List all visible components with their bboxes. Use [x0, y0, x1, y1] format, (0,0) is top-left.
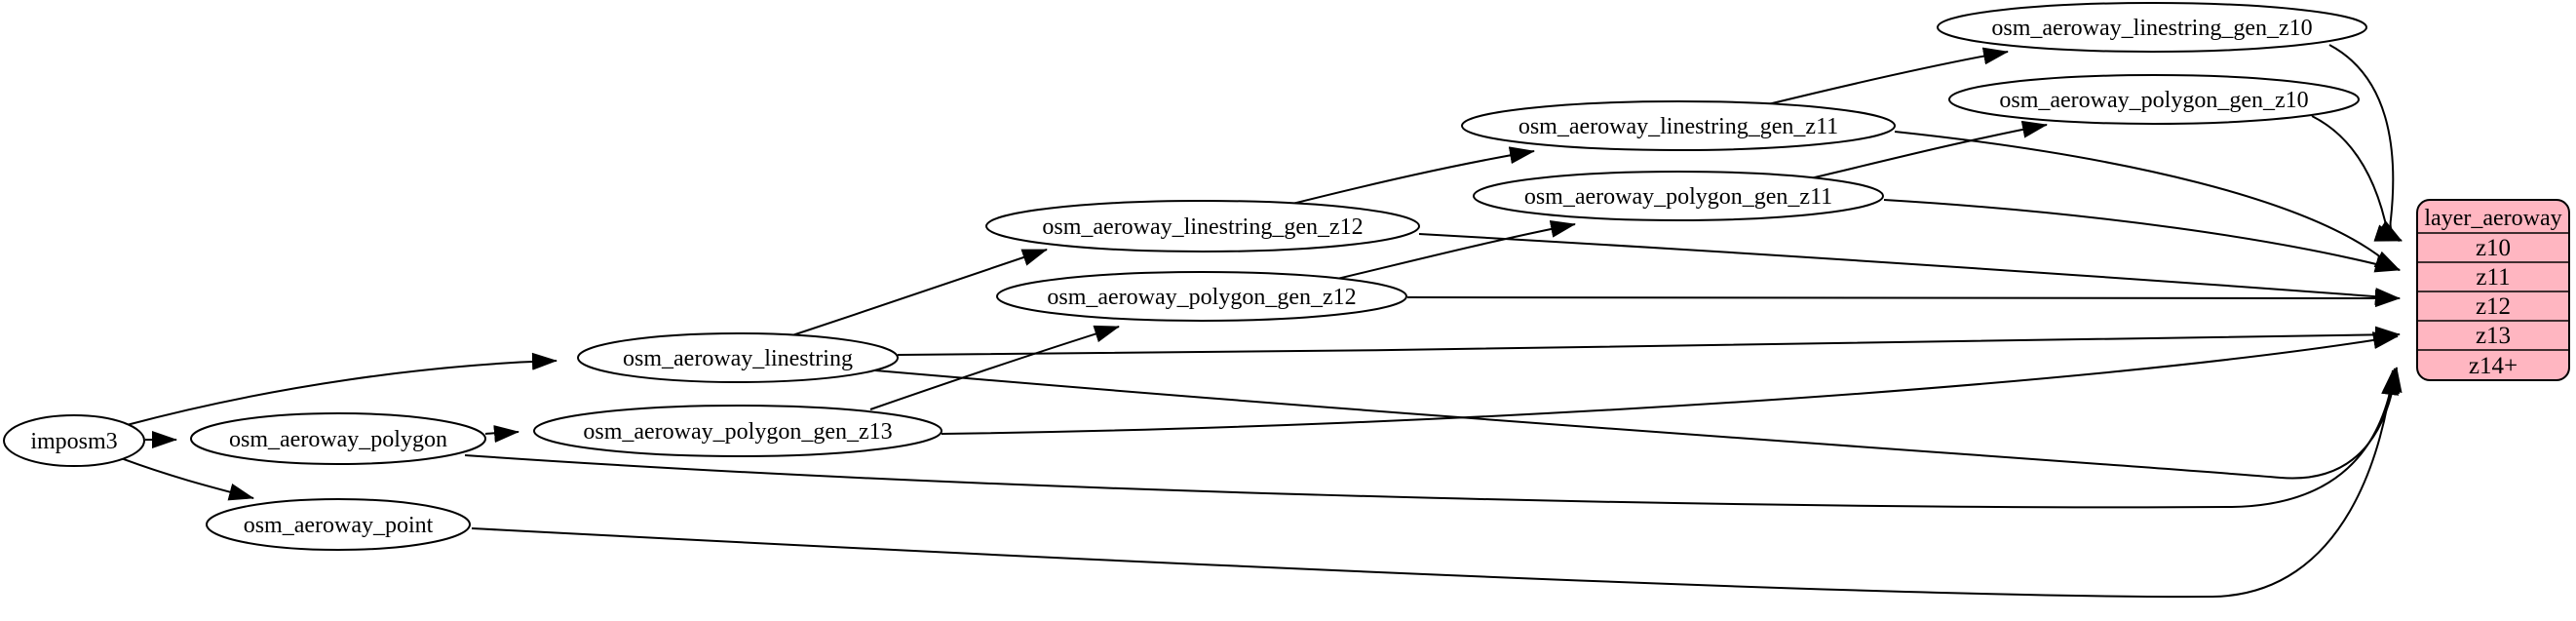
node-osm_aeroway_polygon_gen_z10-shape — [1948, 74, 2360, 125]
layer-table-row-z10: z10 — [2476, 235, 2511, 261]
node-imposm3-label: imposm3 — [30, 429, 117, 454]
node-imposm3-shape — [3, 414, 145, 467]
edge-imposm3-osm_aeroway_point — [120, 457, 254, 501]
edge-osm_aeroway_linestring-z13 — [897, 326, 2401, 356]
edge-osm_aeroway_linestring_gen_z12-z12 — [1418, 233, 2401, 306]
layer-table-shape — [2416, 199, 2570, 381]
edge-osm_aeroway_polygon_gen_z12-osm_aeroway_polygon_gen_z11 — [1336, 220, 1576, 280]
edge-osm_aeroway_polygon-z14 — [464, 368, 2401, 509]
edge-osm_aeroway_polygon_gen_z11-osm_aeroway_polygon_gen_z10 — [1810, 120, 2048, 179]
edge-osm_aeroway_point-z14 — [471, 369, 2400, 599]
node-osm_aeroway_point-label: osm_aeroway_point — [244, 513, 434, 538]
edge-osm_aeroway_linestring_gen_z12-osm_aeroway_linestring_gen_z11 — [1288, 146, 1535, 206]
edge-osm_aeroway_polygon_gen_z12-z12 — [1406, 290, 2401, 308]
edge-osm_aeroway_linestring_gen_z11-osm_aeroway_linestring_gen_z10 — [1767, 47, 2009, 105]
node-osm_aeroway_point: osm_aeroway_point — [206, 498, 471, 551]
layer-table-row-z14: z14+ — [2469, 353, 2518, 379]
layer-table-title: layer_aeroway — [2424, 206, 2561, 231]
layer-table-row-z12: z12 — [2476, 293, 2511, 320]
edge-osm_aeroway_linestring-z14 — [874, 367, 2403, 480]
layer-table-dividers — [2417, 232, 2569, 351]
node-osm_aeroway_linestring_gen_z10-shape — [1937, 2, 2367, 53]
node-osm_aeroway_polygon_gen_z12: osm_aeroway_polygon_gen_z12 — [996, 271, 1407, 322]
edge-osm_aeroway_polygon_gen_z13-z13 — [941, 331, 2399, 435]
node-osm_aeroway_linestring_gen_z12-label: osm_aeroway_linestring_gen_z12 — [1042, 214, 1363, 240]
node-osm_aeroway_linestring: osm_aeroway_linestring — [577, 332, 899, 383]
edge-imposm3-osm_aeroway_linestring — [126, 352, 557, 426]
node-osm_aeroway_polygon_gen_z12-shape — [996, 271, 1407, 322]
node-osm_aeroway_polygon_gen_z13-shape — [533, 405, 942, 457]
edge-osm_aeroway_linestring_gen_z11-z11 — [1894, 131, 2401, 271]
edges-group — [120, 44, 2403, 599]
node-osm_aeroway_polygon_gen_z13: osm_aeroway_polygon_gen_z13 — [533, 405, 942, 457]
node-osm_aeroway_polygon_gen_z13-label: osm_aeroway_polygon_gen_z13 — [583, 419, 892, 445]
edge-osm_aeroway_linestring-osm_aeroway_linestring_gen_z12 — [788, 249, 1048, 337]
node-osm_aeroway_linestring-label: osm_aeroway_linestring — [623, 346, 853, 371]
node-osm_aeroway_polygon: osm_aeroway_polygon — [190, 412, 486, 465]
node-imposm3: imposm3 — [3, 414, 145, 467]
edge-osm_aeroway_polygon-osm_aeroway_polygon_gen_z13 — [484, 425, 519, 444]
node-osm_aeroway_linestring_gen_z10-label: osm_aeroway_linestring_gen_z10 — [1991, 16, 2312, 41]
node-osm_aeroway_polygon_gen_z11-shape — [1473, 171, 1884, 221]
layer-table-row-z13: z13 — [2476, 323, 2511, 349]
node-osm_aeroway_point-shape — [206, 498, 471, 551]
edge-osm_aeroway_polygon_gen_z10-z10 — [2311, 115, 2401, 242]
node-osm_aeroway_linestring_gen_z11-shape — [1461, 100, 1896, 151]
layer-table: layer_aeroway z10 z11 z12 z13 z14+ — [2416, 199, 2570, 381]
node-osm_aeroway_polygon_gen_z10-label: osm_aeroway_polygon_gen_z10 — [1999, 88, 2308, 113]
node-osm_aeroway_linestring_gen_z11-label: osm_aeroway_linestring_gen_z11 — [1519, 114, 1838, 139]
edge-osm_aeroway_polygon_gen_z13-osm_aeroway_polygon_gen_z12 — [869, 325, 1120, 410]
edge-osm_aeroway_polygon_gen_z11-z11 — [1883, 199, 2401, 273]
node-osm_aeroway_polygon-label: osm_aeroway_polygon — [229, 427, 447, 452]
node-osm_aeroway_polygon-shape — [190, 412, 486, 465]
layer-table-row-z11: z11 — [2476, 264, 2510, 291]
node-osm_aeroway_linestring_gen_z12-shape — [985, 200, 1420, 252]
node-osm_aeroway_linestring_gen_z12: osm_aeroway_linestring_gen_z12 — [985, 200, 1420, 252]
node-osm_aeroway_linestring_gen_z11: osm_aeroway_linestring_gen_z11 — [1461, 100, 1896, 151]
node-osm_aeroway_polygon_gen_z11-label: osm_aeroway_polygon_gen_z11 — [1524, 184, 1832, 210]
node-osm_aeroway_linestring_gen_z10: osm_aeroway_linestring_gen_z10 — [1937, 2, 2367, 53]
node-osm_aeroway_polygon_gen_z10: osm_aeroway_polygon_gen_z10 — [1948, 74, 2360, 125]
node-osm_aeroway_polygon_gen_z11: osm_aeroway_polygon_gen_z11 — [1473, 171, 1884, 221]
node-osm_aeroway_polygon_gen_z12-label: osm_aeroway_polygon_gen_z12 — [1047, 285, 1356, 310]
node-osm_aeroway_linestring-shape — [577, 332, 899, 383]
nodes-group: imposm3 osm_aeroway_polygon osm_aeroway_… — [3, 2, 2367, 551]
edge-osm_aeroway_linestring_gen_z10-z10 — [2328, 44, 2403, 242]
